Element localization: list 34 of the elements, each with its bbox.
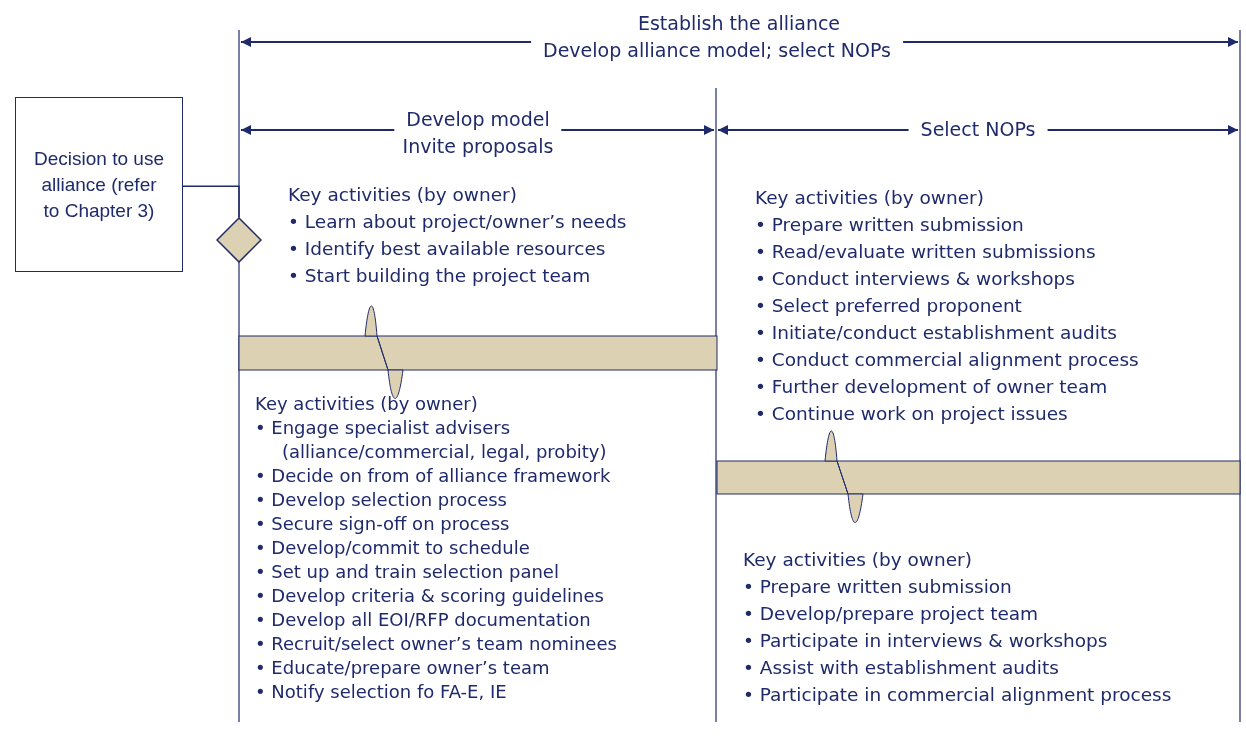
bullet-item: • Develop criteria & scoring guidelines xyxy=(255,584,605,608)
bullet-item: • Select preferred proponent xyxy=(755,294,1023,318)
bullet-item: • Recruit/select owner’s team nominees xyxy=(255,632,618,656)
bullet-item: • Participate in commercial alignment process xyxy=(743,683,1173,707)
bullet-item: • Prepare written submission xyxy=(743,575,1013,599)
bullet-item: • Assist with establishment audits xyxy=(743,656,1060,680)
bullet-item: • Decide on from of alliance framework xyxy=(255,464,612,488)
bullet-item: • Engage specialist advisers (alliance/commercial, legal, probity) xyxy=(255,416,608,464)
bullet-item: • Initiate/conduct establishment audits xyxy=(755,321,1118,345)
bullet-item: • Develop all EOI/RFP documentation xyxy=(255,608,592,632)
bullet-item: • Further development of owner team xyxy=(755,375,1109,399)
section-heading: Key activities (by owner) xyxy=(755,186,985,210)
bullet-item: • Develop/commit to schedule xyxy=(255,536,531,560)
bullet-item: • Educate/prepare owner’s team xyxy=(255,656,551,680)
connector-line xyxy=(182,185,240,218)
bullet-item: • Continue work on project issues xyxy=(755,402,1069,426)
section-heading: Key activities (by owner) xyxy=(255,392,479,416)
bullet-item: • Prepare written submission xyxy=(755,213,1025,237)
bullet-item: • Conduct commercial alignment process xyxy=(755,348,1140,372)
bullet-item: • Learn about project/owner’s needs xyxy=(288,210,628,234)
decision-diamond xyxy=(216,217,262,263)
bullet-item: • Identify best available resources xyxy=(288,237,607,261)
bullet-item: • Conduct interviews & workshops xyxy=(755,267,1076,291)
process-box: Decision to use alliance (refer to Chapter 3) xyxy=(15,97,183,272)
bullet-item: • Start building the project team xyxy=(288,264,592,288)
bullet-item: • Develop selection process xyxy=(255,488,508,512)
bullet-item: • Secure sign-off on process xyxy=(255,512,511,536)
section-heading: Key activities (by owner) xyxy=(288,183,518,207)
section-heading: Key activities (by owner) xyxy=(743,548,973,572)
bullet-item: • Set up and train selection panel xyxy=(255,560,560,584)
bullet-item: • Read/evaluate written submissions xyxy=(755,240,1097,264)
bullet-item: • Notify selection fo FA-E, IE xyxy=(255,680,508,704)
bullet-item: • Participate in interviews & workshops xyxy=(743,629,1109,653)
bullet-item: • Develop/prepare project team xyxy=(743,602,1040,626)
